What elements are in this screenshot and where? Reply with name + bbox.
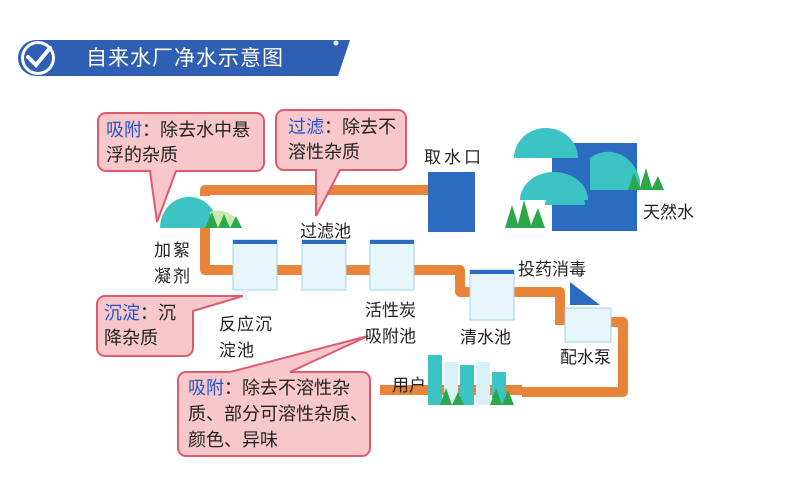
tank-reaction bbox=[232, 239, 278, 300]
label-coagulant: 加絮凝剂 bbox=[154, 241, 192, 287]
header-banner bbox=[18, 40, 350, 76]
callout-filter-bubble bbox=[275, 109, 407, 217]
tank-filter bbox=[301, 239, 347, 291]
label-carbon-tank: 活性炭吸附池 bbox=[365, 301, 416, 347]
label-clean-tank: 清水池 bbox=[460, 328, 511, 348]
callout-settle-sep: ： bbox=[140, 303, 158, 324]
coagulant-hill bbox=[160, 196, 242, 228]
callout-adsorb-top-text: 除去水中悬浮的杂质 bbox=[106, 120, 250, 166]
tank-pump bbox=[564, 282, 612, 343]
label-pump: 配水泵 bbox=[560, 348, 611, 368]
callout-adsorb-bottom-text: 除去不溶性杂质、部分可溶性杂质、颜色、异味 bbox=[188, 378, 368, 451]
tank-carbon bbox=[369, 239, 415, 291]
callout-filter-text: 除去不溶性杂质 bbox=[288, 117, 396, 163]
tank-clean bbox=[469, 269, 515, 321]
label-reaction-tank: 反应沉淀池 bbox=[219, 315, 273, 361]
check-icon bbox=[21, 41, 55, 75]
callout-adsorb-top-bubble bbox=[97, 112, 265, 223]
callout-adsorb-top: 吸附：除去水中悬浮的杂质 bbox=[106, 118, 258, 168]
label-disinfect: 投药消毒 bbox=[518, 260, 586, 280]
callout-adsorb-bottom-sep: ： bbox=[224, 378, 242, 399]
callout-adsorb-top-key: 吸附 bbox=[106, 120, 142, 141]
callout-adsorb-bottom: 吸附：除去不溶性杂质、部分可溶性杂质、颜色、异味 bbox=[188, 376, 368, 454]
callout-settle-key: 沉淀 bbox=[104, 303, 140, 324]
callout-filter: 过滤：除去不溶性杂质 bbox=[288, 115, 400, 165]
label-users: 用户 bbox=[392, 376, 426, 396]
natural-water-scene bbox=[505, 128, 664, 231]
label-source-water: 天然水 bbox=[643, 203, 694, 223]
label-filter-tank: 过滤池 bbox=[300, 222, 351, 242]
callout-settle-bubble bbox=[96, 295, 244, 357]
label-intake: 取水口 bbox=[424, 148, 484, 168]
callout-settle-text: 沉降杂质 bbox=[104, 303, 176, 349]
user-buildings bbox=[428, 355, 514, 405]
callout-filter-sep: ： bbox=[324, 117, 342, 138]
intake-box bbox=[428, 172, 475, 232]
callout-settle: 沉淀：沉降杂质 bbox=[104, 301, 188, 351]
callout-filter-key: 过滤 bbox=[288, 117, 324, 138]
pipe-network bbox=[200, 185, 628, 397]
callout-adsorb-top-sep: ： bbox=[142, 120, 160, 141]
page-title: 自来水厂净水示意图 bbox=[86, 46, 284, 70]
callout-adsorb-bottom-bubble bbox=[177, 335, 371, 457]
callout-adsorb-bottom-key: 吸附 bbox=[188, 378, 224, 399]
